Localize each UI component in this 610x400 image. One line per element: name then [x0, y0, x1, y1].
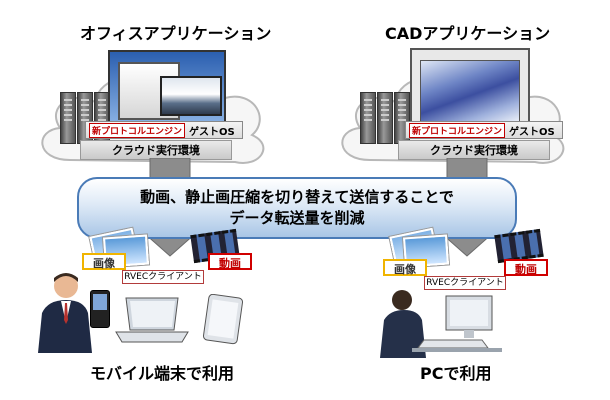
right-image-tag: 画像 [383, 259, 427, 276]
right-server-1 [360, 92, 376, 144]
right-guest-os: ゲストOS [509, 126, 555, 138]
right-pc-user [380, 290, 502, 358]
left-video-tag: 動画 [208, 253, 252, 270]
left-business-person [38, 273, 92, 353]
left-protocol-engine: 新プロトコルエンジン [89, 122, 186, 138]
compression-banner: 動画、静止画圧縮を切り替えて送信することで データ転送量を削減 [77, 177, 517, 239]
left-cloud-env: クラウド実行環境 [80, 140, 232, 160]
mobile-phone-icon [90, 290, 110, 328]
left-title: オフィスアプリケーション [80, 24, 272, 43]
right-rvec-client: RVECクライアント [424, 276, 506, 290]
left-image-tag: 画像 [82, 253, 126, 270]
tablet-icon [202, 294, 244, 345]
right-engine-box: 新プロトコルエンジン ゲストOS [405, 121, 563, 139]
left-server-1 [60, 92, 76, 144]
laptop-icon [115, 297, 189, 343]
left-guest-os: ゲストOS [189, 126, 235, 138]
right-server-2 [377, 92, 393, 144]
left-engine-box: 新プロトコルエンジン ゲストOS [85, 121, 243, 139]
right-bottom-label: PCで利用 [420, 364, 492, 383]
banner-line-2: データ転送量を削減 [229, 209, 365, 227]
right-protocol-engine: 新プロトコルエンジン [409, 122, 506, 138]
right-cloud-env: クラウド実行環境 [398, 140, 550, 160]
left-rvec-client: RVECクライアント [122, 270, 204, 284]
banner-line-1: 動画、静止画圧縮を切り替えて送信することで [140, 188, 454, 206]
left-train-photo [160, 76, 222, 116]
right-video-tag: 動画 [504, 259, 548, 276]
right-cad-drawing [420, 60, 520, 122]
right-title: CADアプリケーション [385, 24, 551, 43]
right-film-icon [494, 228, 544, 264]
left-bottom-label: モバイル端末で利用 [90, 364, 235, 383]
